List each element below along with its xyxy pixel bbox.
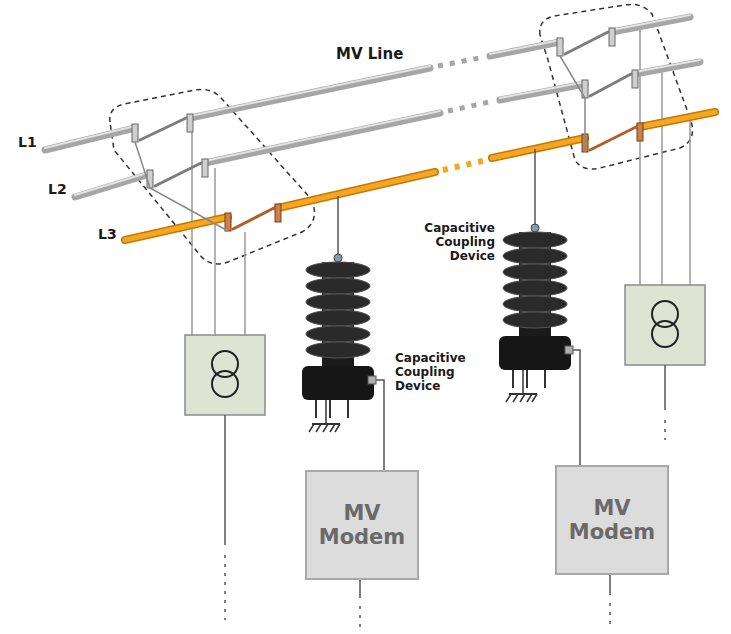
coupling-device: [302, 254, 376, 432]
disconnect-switch: [233, 127, 636, 229]
transformer-symbol: [652, 301, 678, 327]
conductor-line: [500, 84, 585, 100]
drop-wire: [639, 27, 641, 285]
feeder-line: [224, 415, 226, 545]
switch-group-outline: [110, 4, 693, 263]
modem-box: MV Modem: [555, 465, 669, 575]
drop-wire: [214, 168, 216, 335]
line-name: MV Line: [336, 46, 426, 63]
transformer-symbol: [185, 285, 705, 415]
feeder-line: [225, 365, 665, 628]
conductor-line-l3: [125, 112, 715, 240]
feeder-line: [359, 606, 361, 628]
conductor-line-l3: [443, 160, 487, 170]
modem-label: MV Modem: [317, 501, 407, 549]
feeder-line: [664, 420, 666, 440]
disconnect-switch: [590, 74, 631, 96]
conductor-line: [438, 57, 494, 111]
device-label: Capacitive Coupling Device: [403, 222, 495, 263]
conductor-line: [635, 60, 700, 72]
disconnect-switch: [202, 159, 208, 177]
conductor-line: [75, 172, 150, 195]
disconnect-switch: [225, 123, 643, 231]
transformer-symbol: [212, 351, 238, 377]
disconnect-switch: [637, 123, 643, 141]
feeder-line: [359, 580, 361, 598]
conductor-line-l3: [492, 138, 585, 158]
feeder-line: [664, 365, 666, 410]
conductor-line: [205, 113, 440, 163]
disconnect-switch: [225, 213, 231, 231]
transformer-symbol: [652, 321, 678, 347]
phase-label: L2: [48, 181, 78, 197]
conductor-line-l3: [125, 217, 228, 240]
disconnect-switch: [140, 32, 631, 186]
disconnect-switch: [135, 142, 228, 231]
conductor-line-l3: [278, 172, 435, 208]
disconnect-switch: [565, 32, 608, 54]
coupling-wire: [573, 350, 580, 465]
conductor-line: [448, 101, 494, 111]
modem-label: MV Modem: [567, 496, 657, 544]
disconnect-switch: [233, 208, 274, 229]
disconnect-switch: [132, 124, 138, 142]
coupling-wire: [534, 149, 536, 226]
conductor-line: [75, 174, 150, 197]
drop-wire: [244, 232, 246, 335]
disconnect-switch: [275, 204, 281, 222]
conductor-line: [190, 68, 430, 118]
coupling-wire: [376, 380, 384, 470]
disconnect-switch: [155, 163, 201, 186]
disconnect-switch: [187, 114, 193, 132]
device-label: Capacitive Coupling Device: [395, 352, 487, 393]
conductor-line: [500, 82, 585, 98]
transformer-symbol: [212, 371, 238, 397]
conductor-line: [490, 40, 560, 54]
feeder-line: [609, 575, 611, 595]
conductor-line: [45, 126, 135, 148]
coupling-device: [499, 224, 573, 402]
disconnect-switch: [632, 70, 638, 88]
disconnect-switch: [560, 56, 585, 152]
feeder-line: [224, 555, 226, 620]
conductor-line: [635, 62, 700, 74]
transformer-symbol: [185, 335, 265, 415]
conductor-line-l3: [492, 138, 585, 158]
disconnect-switch: [132, 28, 643, 231]
conductor-line-l3: [125, 112, 715, 240]
disconnect-switch: [147, 170, 153, 188]
conductor-line: [438, 57, 484, 66]
coupling-wire: [337, 196, 339, 256]
conductor-line: [45, 17, 700, 197]
conductor-line: [190, 66, 430, 116]
disconnect-switch: [140, 118, 186, 140]
drop-wire: [661, 72, 663, 285]
conductor-line-l3: [278, 172, 435, 208]
disconnect-switch: [135, 56, 585, 231]
conductor-line: [205, 111, 440, 161]
phase-label: L1: [18, 134, 48, 150]
conductor-line: [490, 42, 560, 56]
phase-label: L3: [98, 226, 128, 242]
disconnect-switch: [590, 127, 636, 150]
transformer-symbol: [625, 285, 705, 365]
conductor-line: [612, 15, 690, 30]
disconnect-switch: [132, 28, 638, 188]
conductor-line-l3: [125, 112, 715, 240]
conductor-line-l3: [640, 112, 715, 127]
feeder-line: [609, 603, 611, 628]
drop-wire: [191, 124, 193, 335]
conductor-line-l3: [640, 112, 715, 127]
modem-box: MV Modem: [305, 470, 419, 580]
drop-wire: [689, 117, 691, 285]
disconnect-switch: [609, 28, 615, 46]
conductor-line-l3: [125, 217, 228, 240]
conductor-line: [612, 17, 690, 32]
drop-wire: [192, 27, 690, 335]
conductor-line: [45, 128, 135, 150]
disconnect-switch: [557, 38, 563, 56]
coupling-wire: [338, 149, 580, 470]
coupling-device: [302, 224, 573, 432]
